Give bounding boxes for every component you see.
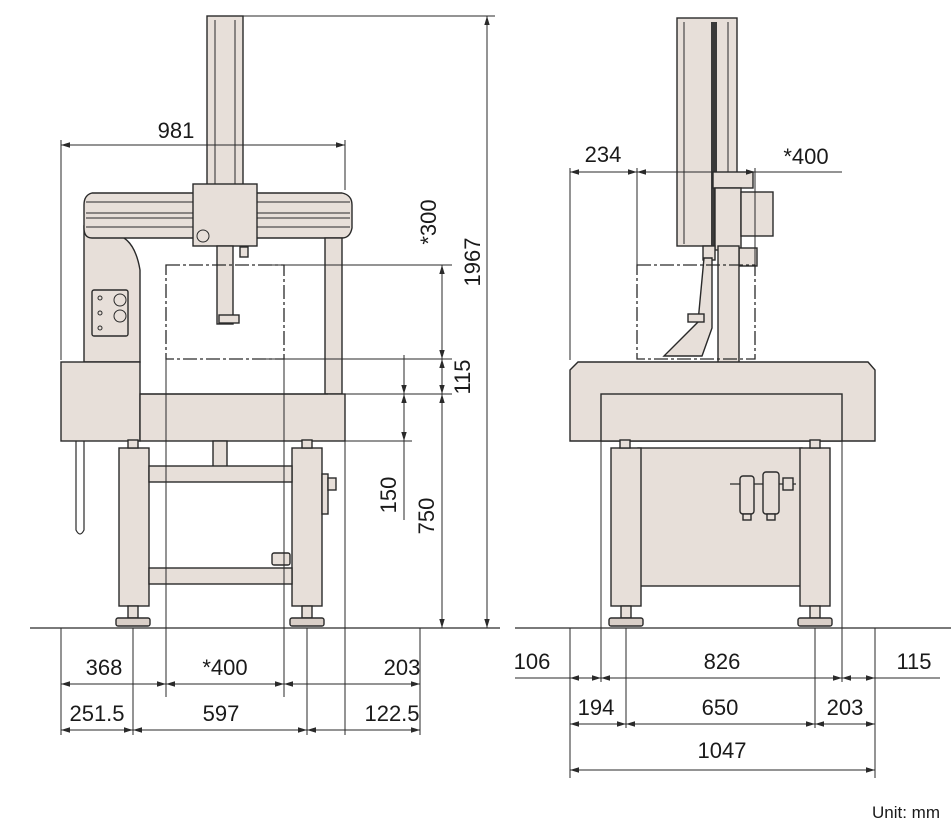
front-stand: [115, 439, 337, 627]
side-dim-115: 115: [896, 649, 931, 674]
air-regulator-icon: [730, 471, 796, 521]
side-granite-table: [569, 361, 876, 442]
side-dim-400: *400: [783, 144, 828, 169]
front-extension-lines: [60, 15, 495, 735]
side-dim-106: 106: [514, 649, 551, 674]
front-dim-1967: 1967: [460, 238, 485, 287]
front-dim-122-5: 122.5: [364, 701, 419, 726]
front-dim-150: 150: [376, 477, 401, 514]
side-dim-203: 203: [827, 695, 864, 720]
unit-label: Unit: mm: [872, 803, 940, 822]
front-dim-251-5: 251.5: [69, 701, 124, 726]
side-column: [662, 17, 774, 395]
side-dim-1047: 1047: [698, 738, 747, 763]
front-dim-981: 981: [158, 118, 195, 143]
side-dimension-lines: [515, 169, 940, 773]
side-extension-lines: [569, 168, 876, 778]
front-dim-115: 115: [450, 359, 475, 394]
front-right-leg: [324, 237, 343, 395]
side-dim-234: 234: [585, 142, 622, 167]
front-granite-table: [60, 361, 346, 442]
front-dim-368: 368: [86, 655, 123, 680]
front-dim-750: 750: [414, 498, 439, 535]
front-dim-597: 597: [203, 701, 240, 726]
front-dimension-lines: [61, 16, 490, 733]
side-measuring-range: [636, 264, 756, 360]
front-dim-300: *300: [416, 199, 441, 244]
side-view: 234 *400 106 826 115 194 650 203 1047: [514, 17, 951, 778]
front-left-column: [75, 225, 141, 535]
side-dim-650: 650: [702, 695, 739, 720]
side-stand: [608, 439, 833, 627]
front-dim-203: 203: [384, 655, 421, 680]
side-dim-826: 826: [704, 649, 741, 674]
front-dim-400: *400: [202, 655, 247, 680]
front-view: 981 *300 1967 115 150 750 368 *400 203 2…: [30, 15, 500, 735]
side-dim-194: 194: [578, 695, 615, 720]
front-measuring-range: [165, 264, 285, 360]
front-z-ram: [192, 15, 258, 325]
